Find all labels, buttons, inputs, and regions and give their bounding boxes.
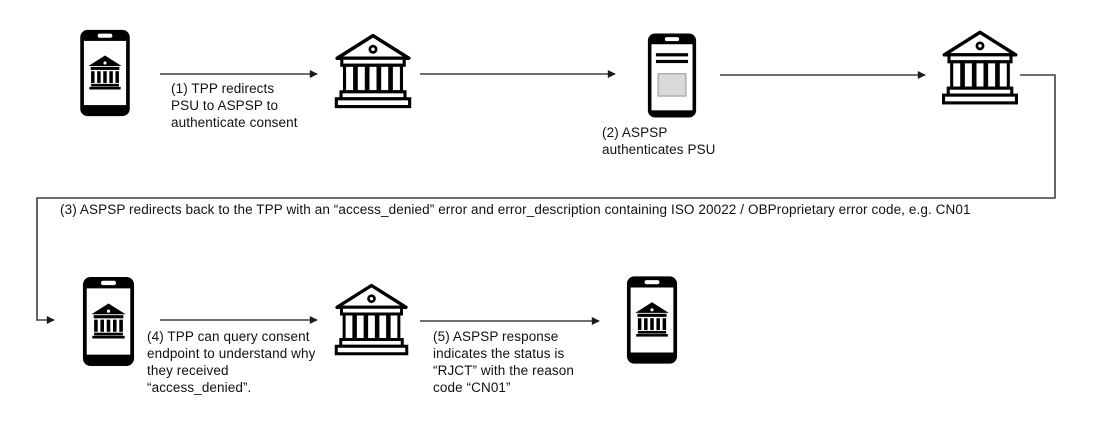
smartphone-bank-icon <box>82 275 135 368</box>
bank-building-icon <box>334 33 412 110</box>
bank-building-icon <box>941 30 1019 106</box>
step5-label: (5) ASPSP response indicates the status … <box>433 328 574 396</box>
smartphone-login-icon <box>647 31 697 120</box>
step5-line3: “RJCT” with the reason <box>433 363 574 378</box>
step2-label: (2) ASPSP authenticates PSU <box>602 124 716 158</box>
step4-line4: “access_denied”. <box>147 380 252 395</box>
step1-line3: authenticate consent <box>171 115 298 130</box>
bank-building-icon <box>334 283 409 357</box>
step4-line2: endpoint to understand why <box>147 346 316 361</box>
step5-line4: code “CN01” <box>433 380 511 395</box>
smartphone-bank-icon <box>78 29 132 117</box>
step3-line1: (3) ASPSP redirects back to the TPP with… <box>60 202 971 217</box>
step5-line2: indicates the status is <box>433 346 565 361</box>
step2-line1: (2) ASPSP <box>602 125 668 140</box>
step4-line3: they received <box>147 363 229 378</box>
smartphone-bank-icon <box>626 274 678 366</box>
step1-line1: (1) TPP redirects <box>171 81 275 96</box>
step4-line1: (4) TPP can query consent <box>147 329 310 344</box>
step5-line1: (5) ASPSP response <box>433 329 559 344</box>
step3-label: (3) ASPSP redirects back to the TPP with… <box>60 201 971 218</box>
step1-line2: PSU to ASPSP to <box>171 98 279 113</box>
arrow-step3-redirect-back <box>36 74 1056 324</box>
step2-line2: authenticates PSU <box>602 142 716 157</box>
step4-label: (4) TPP can query consent endpoint to un… <box>147 328 315 396</box>
step1-label: (1) TPP redirects PSU to ASPSP to authen… <box>171 80 298 131</box>
